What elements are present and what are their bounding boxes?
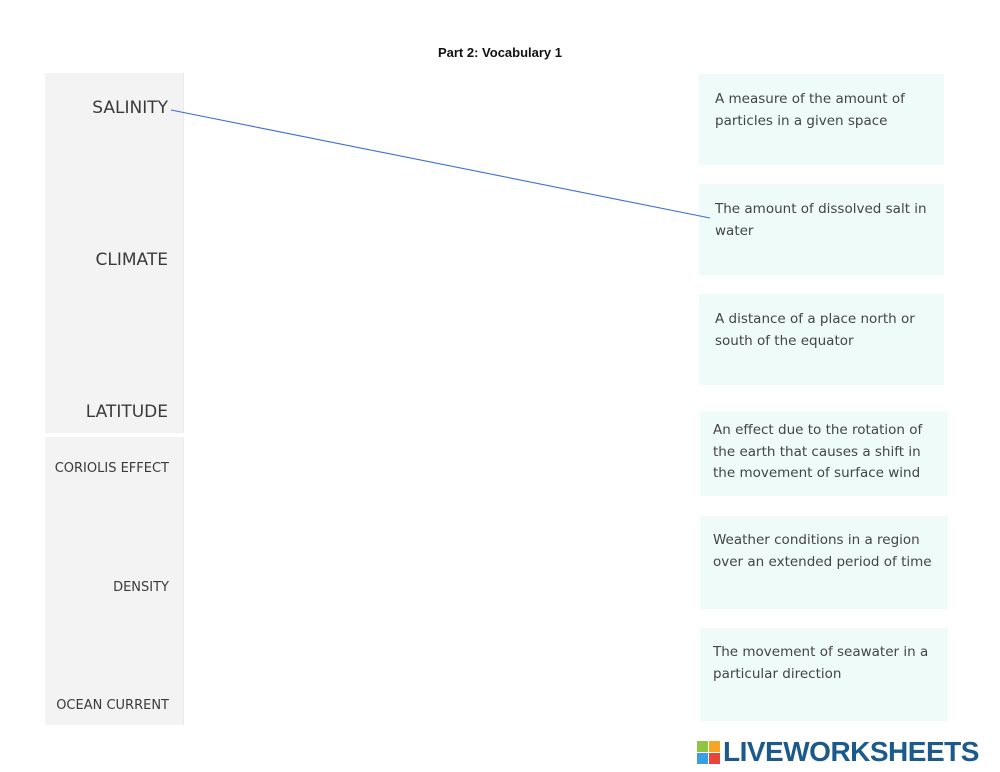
definition-box[interactable]: The amount of dissolved salt in water	[699, 184, 944, 275]
definition-box[interactable]: A distance of a place north or south of …	[699, 294, 944, 385]
term-ocean-current[interactable]: OCEAN CURRENT	[56, 698, 169, 713]
logo-wordmark: LIVEWORKSHEETS	[723, 736, 979, 767]
terms-panel-upper: SALINITY CLIMATE LATITUDE	[45, 73, 184, 433]
liveworksheets-logo-icon	[697, 740, 720, 764]
match-connector-line[interactable]	[170, 109, 711, 219]
terms-panel-lower: CORIOLIS EFFECT DENSITY OCEAN CURRENT	[45, 437, 184, 725]
definition-box[interactable]: The movement of seawater in a particular…	[700, 628, 948, 721]
page-title: Part 2: Vocabulary 1	[437, 45, 563, 60]
term-coriolis-effect[interactable]: CORIOLIS EFFECT	[54, 461, 169, 476]
definition-box[interactable]: Weather conditions in a region over an e…	[700, 516, 948, 609]
term-salinity[interactable]: SALINITY	[92, 98, 168, 118]
term-climate[interactable]: CLIMATE	[95, 250, 168, 270]
term-density[interactable]: DENSITY	[113, 580, 169, 595]
term-latitude[interactable]: LATITUDE	[85, 402, 168, 422]
definition-box[interactable]: An effect due to the rotation of the ear…	[700, 412, 948, 496]
definition-box[interactable]: A measure of the amount of particles in …	[699, 74, 944, 165]
liveworksheets-logo: LIVEWORKSHEETS	[697, 737, 979, 767]
